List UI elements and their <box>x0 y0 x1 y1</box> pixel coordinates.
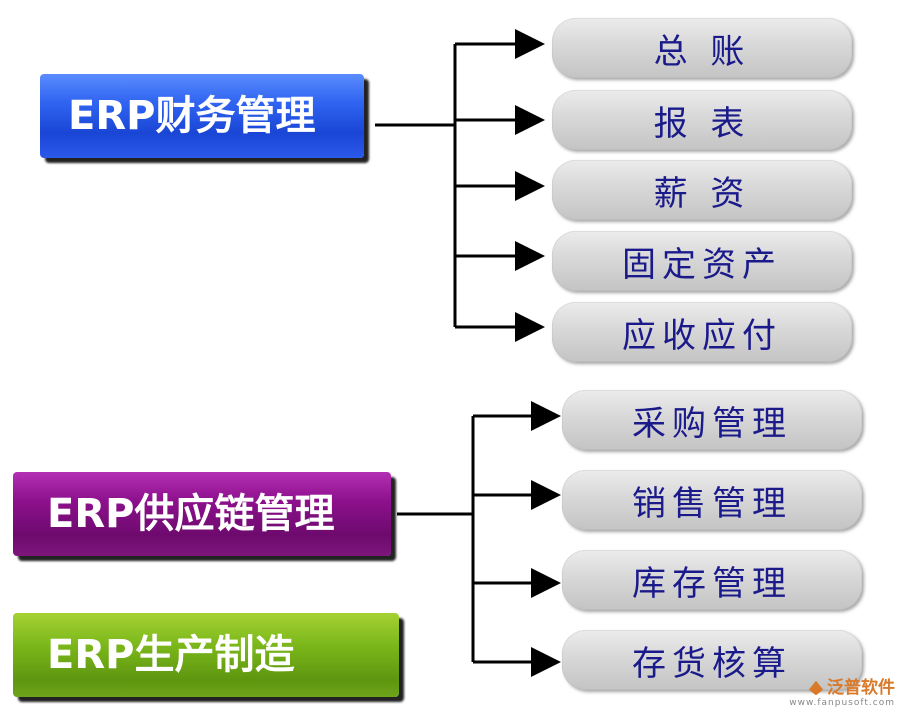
finance-item-payroll: 薪 资 <box>552 160 852 220</box>
finance-item-receivable-payable: 应收应付 <box>552 302 852 362</box>
watermark-brand: 泛普软件 <box>827 678 895 698</box>
supply-item-sales: 销售管理 <box>562 470 862 530</box>
watermark-logo: 泛普软件 www.fanpusoft.com <box>789 673 895 708</box>
brand-mark-icon <box>808 680 824 696</box>
finance-item-reports: 报 表 <box>552 90 852 150</box>
supply-item-stock-accounting: 存货核算 <box>562 630 862 690</box>
finance-module-box: ERP财务管理 <box>40 74 364 158</box>
finance-item-fixed-assets: 固定资产 <box>552 231 852 291</box>
supply-item-inventory: 库存管理 <box>562 550 862 610</box>
watermark-url: www.fanpusoft.com <box>789 698 895 708</box>
supply-chain-module-box: ERP供应链管理 <box>13 472 391 556</box>
finance-item-general-ledger: 总 账 <box>552 18 852 78</box>
manufacturing-module-box: ERP生产制造 <box>13 613 399 697</box>
supply-item-purchasing: 采购管理 <box>562 390 862 450</box>
